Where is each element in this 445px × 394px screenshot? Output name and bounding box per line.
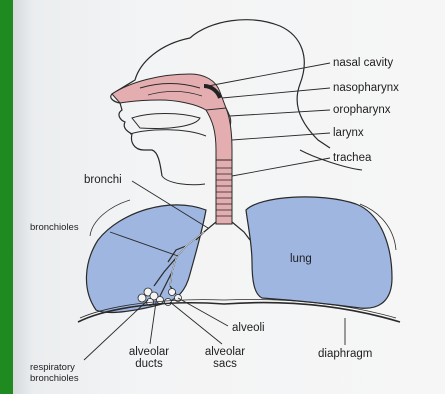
label-nasopharynx: nasopharynx	[333, 82, 399, 94]
label-bronchioles: bronchioles	[30, 222, 79, 234]
left-lung	[86, 205, 206, 313]
label-trachea: trachea	[333, 152, 371, 164]
right-lung	[246, 197, 392, 308]
label-diaphragm: diaphragm	[318, 348, 372, 360]
label-nasal-cavity: nasal cavity	[333, 57, 393, 69]
leader-oropharynx	[230, 110, 330, 116]
label-lung: lung	[290, 253, 312, 265]
leader-trachea	[232, 158, 330, 176]
oral-cavity	[132, 114, 200, 129]
label-respiratory-bronchioles: respiratory bronchioles	[30, 362, 79, 384]
leader-alveolar-ducts	[150, 302, 156, 344]
label-bronchi: bronchi	[84, 174, 122, 186]
label-alveolar-ducts: alveolar ducts	[122, 346, 176, 370]
label-larynx: larynx	[333, 127, 364, 139]
label-oropharynx: oropharynx	[333, 104, 391, 116]
leader-nasal-cavity	[208, 63, 330, 86]
neck-outline	[162, 176, 205, 185]
head-outline	[111, 38, 190, 176]
label-alveolar-sacs: alveolar sacs	[200, 346, 250, 370]
leader-nasopharynx	[222, 88, 330, 98]
label-alveoli: alveoli	[232, 322, 265, 334]
tongue	[130, 130, 206, 136]
